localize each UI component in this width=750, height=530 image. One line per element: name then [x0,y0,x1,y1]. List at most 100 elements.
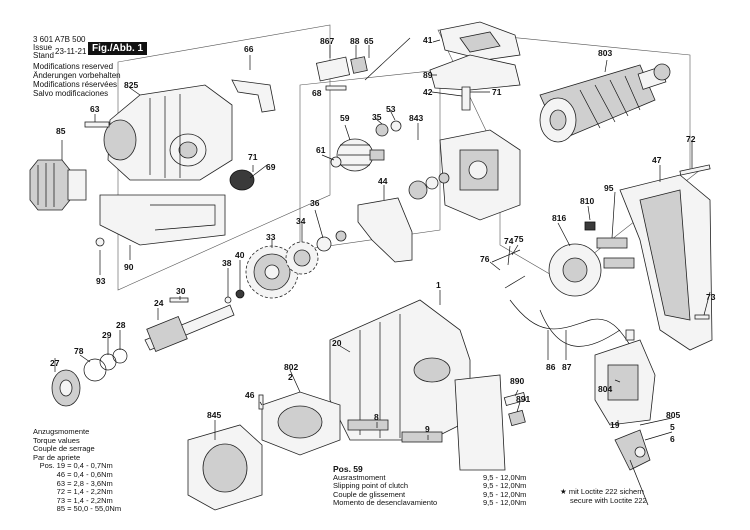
torque-table: Anzugsmomente Torque values Couple de se… [33,427,121,514]
note-line: Modifications reserved [33,62,114,71]
note-line: Änderungen vorbehalten [33,71,121,80]
pos59-value: 9,5 - 12,0Nm [483,472,527,482]
part-label: 76 [480,254,490,264]
part-label: 805 [666,410,680,420]
part-label: 19 [610,420,620,430]
wire-86 [509,299,631,346]
torque-row: 85 = 50,0 - 55,0Nm [33,505,121,514]
torque-row: 46 = 0,4 - 0,6Nm [33,469,121,480]
star-icon: ★ [560,487,567,496]
brush-95 [596,237,628,249]
torque-pos: Pos. 19 [39,461,65,471]
pos59-label: Slipping point of clutch [333,481,409,491]
ring-78 [83,358,107,382]
motor-housing-843 [408,129,521,221]
part-810 [584,221,596,231]
part-label: 78 [74,346,84,356]
part-label: 75 [514,234,524,244]
stand-label: Stand [33,51,54,60]
drill-chuck-85 [29,159,87,211]
part-label: 36 [310,198,320,208]
note-line: Modifications réservées [33,80,118,89]
ball-40 [235,289,245,299]
issue-label: Issue [33,43,53,52]
washer-53 [390,120,402,132]
switch-804 [594,339,656,426]
part-label: 33 [266,232,276,242]
part-label: 87 [562,362,572,372]
spindle-24 [144,304,235,353]
selector-knob-69 [229,169,255,191]
part-9 [401,431,443,443]
part-label: 44 [378,176,388,186]
part-label: 2 [288,372,293,382]
torque-range: = 50,0 - 55,0Nm [67,504,122,514]
part-label: 53 [386,104,396,114]
part-8 [347,419,389,431]
group-box-gear [299,69,441,251]
part-label: 86 [546,362,556,372]
figure-badge: Fig./Abb. 1 [88,42,148,55]
part-label: 891 [516,394,530,404]
star-marked-part [625,329,635,341]
spring-65 [364,37,411,81]
part-label: 47 [652,155,662,165]
pos59-row: Ausrastmoment 9,5 - 12,0Nm [333,472,527,483]
torque-title: Couple de serrage [33,444,95,454]
part-label: 46 [245,390,255,400]
bearing-36 [316,236,332,252]
ring-28 [112,348,128,364]
screw-93 [95,237,105,247]
torque-range: = 0,4 - 0,7Nm [67,461,113,471]
part-label: 93 [96,276,106,286]
pos59-title: Pos. 59 [333,464,363,474]
torque-pos: 63 [56,478,65,488]
pos59-label: Ausrastmoment [333,472,386,482]
screw-46 [258,394,264,410]
torque-pos: 46 [56,469,65,479]
part-label: 20 [332,338,342,348]
part-label: 1 [436,280,441,290]
part-label: 803 [598,48,612,58]
cable-guard-805 [614,429,651,471]
part-label: 27 [50,358,60,368]
screw-63 [84,121,110,128]
cover-89 [429,54,521,91]
main-housing-1 [329,299,506,471]
part-label: 68 [312,88,322,98]
gear-housing-825 [103,84,233,181]
modification-notes: Modifications reserved Änderungen vorbeh… [33,62,121,98]
part-label: 66 [244,44,254,54]
loctite-note: ★ mit Loctite 222 sichern secure with Lo… [560,487,647,505]
pos59-table: Pos. 59 Ausrastmoment 9,5 - 12,0Nm Slippi… [333,465,526,508]
part-label: 843 [409,113,423,123]
torque-row: 73 = 1,4 - 2,2Nm [33,496,121,506]
part-891 [508,409,526,427]
torque-row: 63 = 2,8 - 3,6Nm [33,478,121,489]
torque-title: Torque values [33,435,80,445]
torque-row: 72 = 1,4 - 2,2Nm [33,488,121,497]
part-label: 88 [350,36,360,46]
switch-42 [461,86,471,111]
housing-ring-845 [187,424,263,511]
brush-plate-816 [548,243,602,297]
torque-range: = 2,8 - 3,6Nm [67,478,113,488]
part-label: 40 [235,250,245,260]
handle-shell-47 [619,174,713,351]
torque-range: = 0,4 - 0,6Nm [67,469,113,479]
part-label: 6 [670,434,675,444]
part-61 [330,156,342,168]
terminal-75-74 [491,249,526,289]
brush-95b [603,257,635,269]
part-label: 42 [423,87,433,97]
brush-holder-867 [315,56,351,82]
pos59-value: 9,5 - 12,0Nm [483,489,527,499]
part-label: 71 [248,152,258,162]
part-label: 9 [425,424,430,434]
torque-pos: 85 [56,504,65,514]
gear-cover-90 [99,194,226,246]
part-label: 89 [423,70,433,80]
torque-pos: 72 [56,487,65,497]
